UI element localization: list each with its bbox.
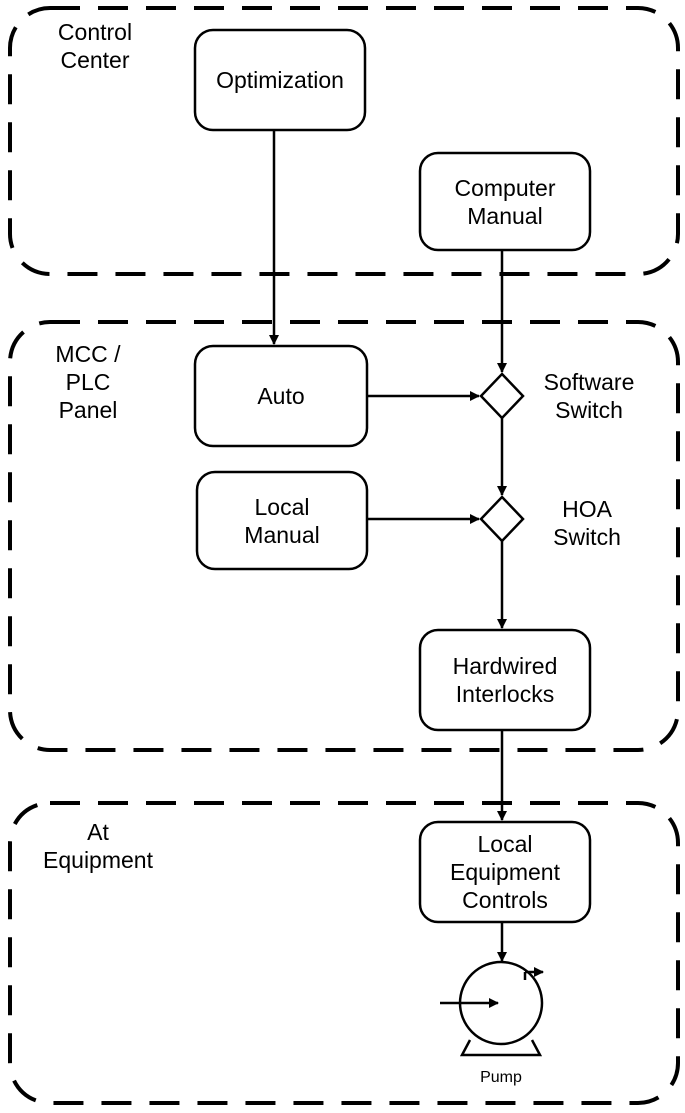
at-equipment-zone xyxy=(8,801,680,1105)
auto-label: Auto xyxy=(257,383,305,409)
mcc-plc-panel-zone xyxy=(8,320,680,752)
control-center-label: Control Center xyxy=(57,19,133,73)
local-manual-box xyxy=(195,470,369,571)
pump-icon xyxy=(440,960,544,1057)
local-manual-label: Local Manual xyxy=(244,493,320,548)
optimization-box xyxy=(193,28,367,132)
computer-manual-box xyxy=(418,151,592,252)
hardwired-interlocks-box xyxy=(418,628,592,732)
optimization-label: Optimization xyxy=(216,67,344,93)
at-equipment-label: At Equipment xyxy=(43,819,153,873)
software-switch-diamond xyxy=(479,372,525,420)
hoa-switch-diamond xyxy=(479,495,525,543)
local-equipment-controls-box xyxy=(418,820,592,924)
computer-manual-label: Computer Manual xyxy=(454,174,556,229)
mcc-plc-panel-label: MCC / PLC Panel xyxy=(55,341,121,423)
local-equipment-controls-label: Local Equipment Controls xyxy=(450,831,560,913)
hoa-switch-label: HOA Switch xyxy=(553,496,621,550)
pump-label: Pump xyxy=(480,1069,522,1086)
hardwired-interlocks-label: Hardwired Interlocks xyxy=(452,653,558,707)
software-switch-label: Software Switch xyxy=(543,369,635,423)
control-center-zone xyxy=(8,6,680,276)
